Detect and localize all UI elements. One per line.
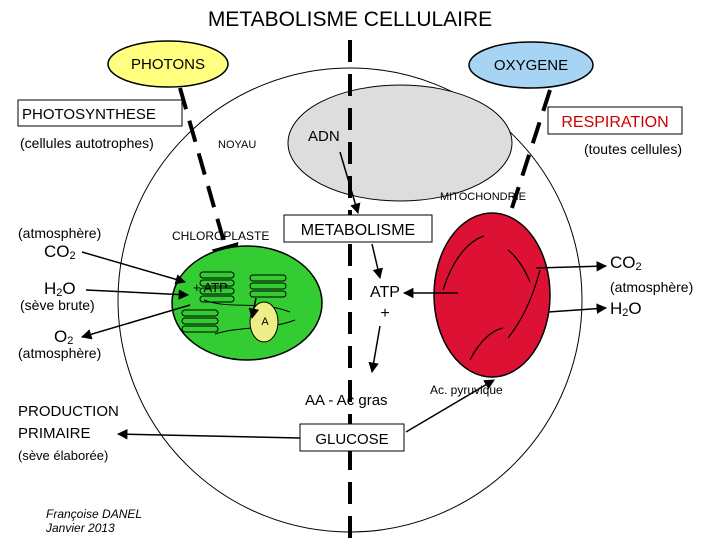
arrow-atp-a <box>248 297 260 320</box>
metabolisme-box <box>283 214 433 243</box>
seve-elaboree: (sève élaborée) <box>18 448 108 463</box>
date-label: Janvier 2013 <box>45 521 115 535</box>
h2o-left: H2O <box>44 279 76 299</box>
seve-brute: (sève brute) <box>20 297 95 313</box>
noyau-label: NOYAU <box>218 139 256 151</box>
h2o-right: H2O <box>610 299 642 319</box>
co2-right: CO2 <box>610 253 642 273</box>
atmosphere-label-2: (atmosphère) <box>18 345 101 361</box>
atp-label: ATP <box>370 284 400 301</box>
arrow-atp-down <box>368 325 381 374</box>
author-label: Françoise DANEL <box>46 507 142 521</box>
cellules-autotrophes: (cellules autotrophes) <box>20 135 154 151</box>
photosynthese-label: PHOTOSYNTHESE <box>22 106 156 123</box>
arrow-production <box>116 428 301 440</box>
arrows <box>80 151 608 440</box>
glucose-label: GLUCOSE <box>315 431 388 448</box>
atmosphere-right: (atmosphère) <box>610 279 693 295</box>
atmosphere-label-1: (atmosphère) <box>18 225 101 241</box>
ac-pyruvique: Ac. pyruvique <box>430 383 503 397</box>
arrow-h2o-in <box>85 289 190 300</box>
photons-dash-line <box>178 87 239 273</box>
arrow-adn <box>339 151 361 215</box>
production-label: PRODUCTION <box>18 403 119 420</box>
oxygene-ellipse <box>468 41 594 89</box>
noyau-ellipse <box>287 84 513 202</box>
arrow-metab-atp <box>371 243 383 280</box>
oxygene-dash-line <box>494 89 552 248</box>
atp-plus: + <box>380 305 389 322</box>
thylakoid-stacks <box>181 271 296 335</box>
photons-label: PHOTONS <box>131 56 205 73</box>
chloroplaste-label: CHLOROPLASTE <box>172 229 269 243</box>
metabolisme-label: METABOLISME <box>301 222 415 239</box>
arrow-co2-out <box>535 261 608 272</box>
primaire-label: PRIMAIRE <box>18 425 91 442</box>
respiration-box <box>547 106 683 135</box>
oxygene-label: OXYGENE <box>494 57 568 74</box>
arrow-co2-in <box>81 251 187 285</box>
o2-left: O2 <box>54 327 73 347</box>
mitochondrie-label: MITOCHONDRIE <box>440 191 526 203</box>
chloroplaste-ellipse <box>171 245 323 361</box>
a-label: A <box>261 316 269 328</box>
aa-ac-gras: AA - Ac gras <box>305 392 388 409</box>
respiration-label: RESPIRATION <box>561 114 668 131</box>
adn-label: ADN <box>308 128 340 145</box>
photons-ellipse <box>107 40 229 88</box>
plus-atp: + ATP <box>193 280 228 295</box>
title: METABOLISME CELLULAIRE <box>208 8 492 31</box>
mitochondrie-ellipse <box>433 212 551 378</box>
arrow-o2-out <box>80 304 191 340</box>
cristae <box>442 235 541 361</box>
toutes-cellules: (toutes cellules) <box>584 141 682 157</box>
photosynthese-box <box>17 99 183 127</box>
arrow-h2o-out <box>547 303 608 314</box>
co2-left: CO2 <box>44 242 76 262</box>
arrow-glucose-pyruvique <box>405 379 495 433</box>
